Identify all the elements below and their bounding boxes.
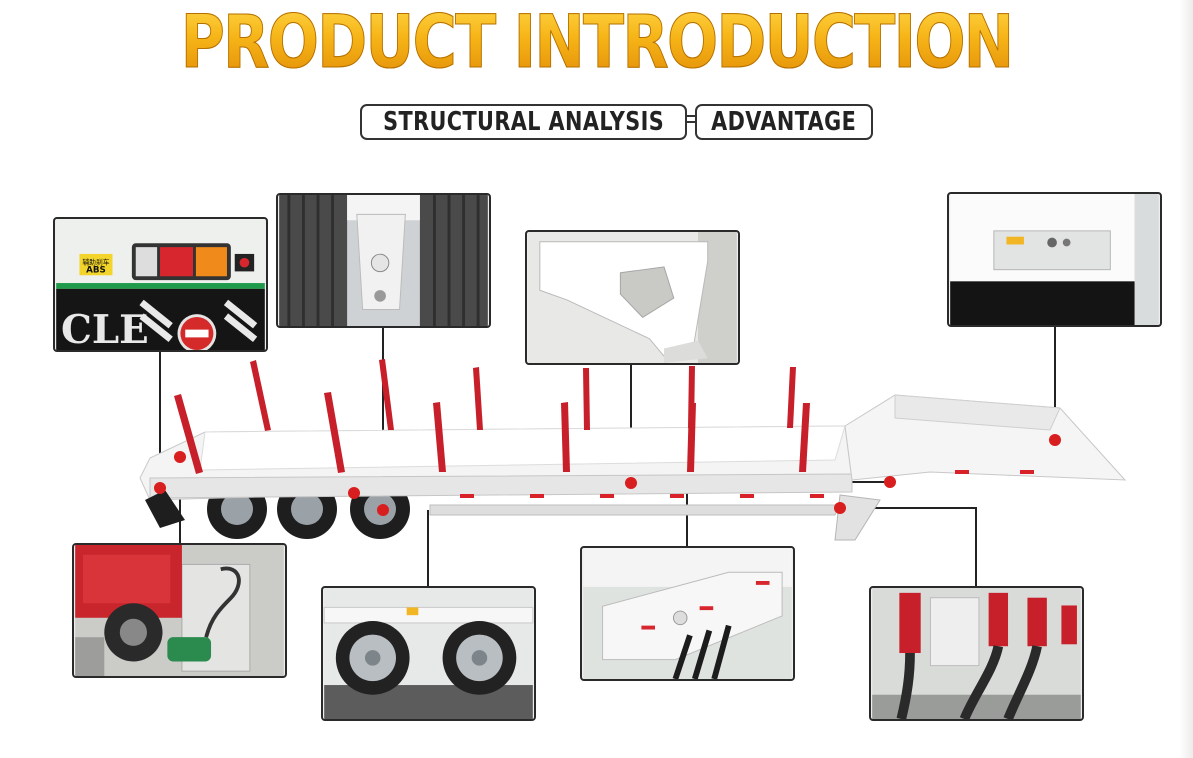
- photo-tail-lights: 辅助刹车 ABS CLE: [53, 217, 268, 352]
- photo-axle-suspension: [276, 193, 491, 328]
- callout-dots: [154, 434, 1061, 516]
- photo-hydraulic-cylinders: [869, 586, 1084, 721]
- stake-posts: [174, 359, 810, 474]
- photo-rear-compartment: [947, 192, 1162, 327]
- photo-wheels: [321, 586, 536, 721]
- photo-ramp-hinge: [580, 546, 795, 681]
- right-edge-shade: [1179, 0, 1193, 758]
- tag-connector: [686, 115, 696, 123]
- photo-generator: [72, 543, 287, 678]
- tail-lights-illustration: 辅助刹车 ABS CLE: [56, 219, 265, 350]
- abs-label: ABS: [86, 265, 106, 275]
- tag-structural-analysis: STRUCTURAL ANALYSIS: [360, 104, 687, 140]
- sticker-text: 辅助刹车: [82, 258, 109, 267]
- photo-support-bracket: [525, 230, 740, 365]
- trailer-body: [139, 394, 1127, 541]
- tag-advantage: ADVANTAGE: [695, 104, 873, 140]
- page-title-text: PRODUCT INTRODUCTION: [180, 0, 1014, 86]
- reflector-strips: [460, 470, 1034, 498]
- cle-text: CLE: [61, 308, 149, 350]
- page-title: PRODUCT INTRODUCTION: [0, 0, 1193, 90]
